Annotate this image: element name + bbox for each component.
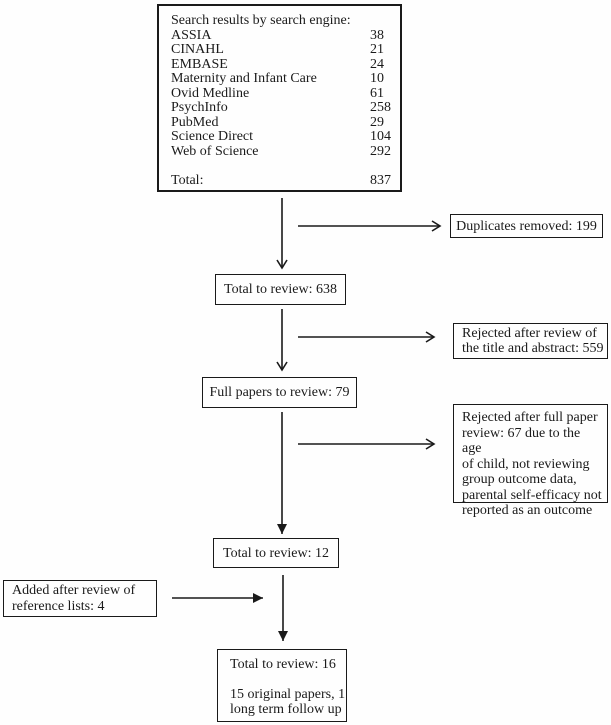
search-engine-row: Maternity and Infant Care 10	[171, 71, 400, 87]
total-label: Total:	[171, 172, 204, 188]
search-engine-row: Science Direct 104	[171, 129, 400, 145]
engine-count: 38	[370, 27, 384, 43]
engine-count: 104	[370, 129, 391, 144]
search-engine-row: EMBASE 24	[171, 56, 400, 73]
engine-label: Science Direct	[171, 129, 254, 144]
search-engine-row: Ovid Medline 61	[171, 85, 400, 102]
engine-label: CINAHL	[171, 42, 224, 57]
engine-count: 61	[370, 85, 384, 101]
engine-label: ASSIA	[171, 27, 212, 43]
duplicates-removed-text: Duplicates removed: 199	[456, 218, 597, 234]
engine-label: Web of Science	[171, 143, 259, 159]
engine-label: EMBASE	[171, 56, 228, 72]
total-to-review-638-text: Total to review: 638	[224, 282, 337, 297]
total-to-review-12-box: Total to review: 12	[213, 538, 339, 568]
engine-count: 10	[370, 71, 384, 86]
engine-count: 24	[370, 56, 384, 72]
search-results-title-text: Search results by search engine:	[171, 13, 351, 28]
total-to-review-12-text: Total to review: 12	[223, 545, 329, 561]
spacer-row	[171, 159, 400, 174]
rejected-title-abstract-text: Rejected after review of the title and a…	[462, 326, 604, 356]
engine-label: Ovid Medline	[171, 85, 250, 101]
rejected-full-paper-box: Rejected after full paper review: 67 due…	[453, 404, 608, 518]
engine-count: 258	[370, 100, 391, 115]
search-engine-row: ASSIA 38	[171, 27, 400, 44]
full-papers-to-review-text: Full papers to review: 79	[209, 385, 350, 400]
total-row: Total: 837	[171, 172, 400, 189]
search-results-title: Search results by search engine:	[171, 13, 400, 29]
engine-label: PubMed	[171, 114, 219, 130]
search-engine-row: CINAHL 21	[171, 42, 400, 58]
search-engine-row: PubMed 29	[171, 114, 400, 131]
rejected-title-abstract-box: Rejected after review of the title and a…	[453, 323, 608, 359]
duplicates-removed-box: Duplicates removed: 199	[450, 214, 603, 238]
rejected-full-paper-text: Rejected after full paper review: 67 due…	[462, 410, 602, 518]
added-after-review-text: Added after review of reference lists: 4	[12, 583, 136, 614]
search-results-box: Search results by search engine: ASSIA 3…	[157, 4, 402, 192]
total-to-review-638-box: Total to review: 638	[215, 274, 346, 305]
engine-label: Maternity and Infant Care	[171, 71, 317, 86]
engine-label: PsychInfo	[171, 100, 228, 115]
full-papers-to-review-box: Full papers to review: 79	[202, 377, 357, 408]
search-engine-row: PsychInfo 258	[171, 100, 400, 116]
total-count: 837	[370, 172, 391, 188]
engine-count: 292	[370, 143, 391, 159]
total-to-review-16-text: Total to review: 16 15 original papers, …	[230, 657, 346, 717]
total-to-review-16-box: Total to review: 16 15 original papers, …	[217, 649, 347, 722]
engine-count: 21	[370, 42, 384, 57]
engine-count: 29	[370, 114, 384, 130]
added-after-review-box: Added after review of reference lists: 4	[3, 580, 157, 617]
search-engine-row: Web of Science 292	[171, 143, 400, 160]
